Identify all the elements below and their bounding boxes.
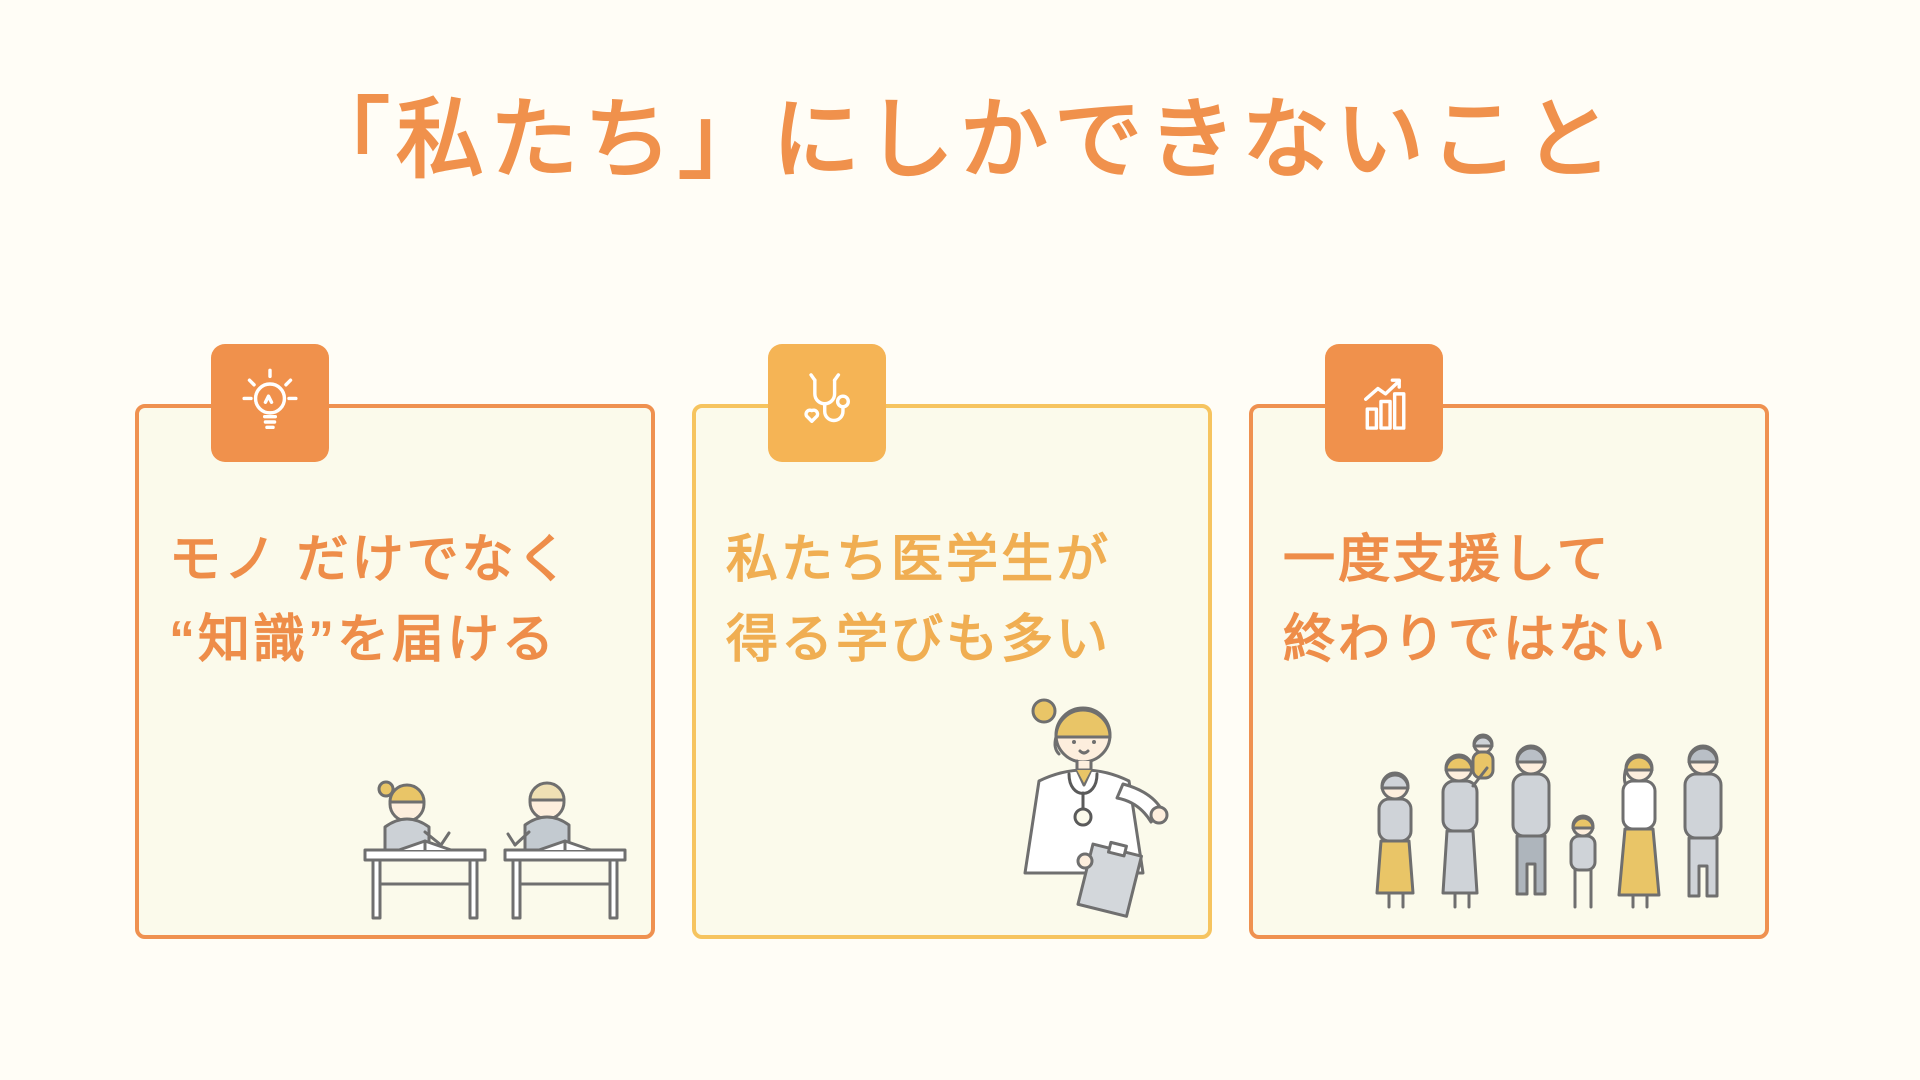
card-text-block: モノ だけでなく “知識”を届ける: [169, 520, 571, 680]
icon-badge: [211, 344, 329, 462]
card-text-block: 私たち医学生が 得る学びも多い: [726, 520, 1111, 680]
card-text-line: モノ だけでなく: [169, 531, 572, 589]
card-text-line: 私たち医学生が: [726, 531, 1112, 589]
family-illustration: [1355, 702, 1755, 927]
card-ongoing-support: 一度支援して 終わりではない: [1249, 344, 1769, 939]
card-text-line: 一度支援して: [1283, 531, 1612, 589]
lightbulb-icon: [242, 368, 298, 430]
card-text-line: 得る学びも多い: [726, 611, 1112, 669]
card-medical-students: 私たち医学生が 得る学びも多い: [692, 344, 1212, 939]
slide-title: 「私たち」にしかできないこと: [301, 90, 1618, 189]
card-text-block: 一度支援して 終わりではない: [1283, 520, 1668, 680]
icon-badge: [768, 344, 886, 462]
card-text-line: 終わりではない: [1283, 611, 1669, 669]
stethoscope-heart-icon: [804, 373, 850, 423]
card-knowledge: モノ だけでなく “知識”を届ける: [135, 344, 655, 939]
card-text-line: “知識”を届ける: [169, 611, 558, 669]
icon-badge: [1325, 344, 1443, 462]
doctor-illustration: [981, 681, 1186, 931]
growth-chart-icon: [1364, 378, 1406, 430]
students-illustration: [349, 732, 639, 927]
